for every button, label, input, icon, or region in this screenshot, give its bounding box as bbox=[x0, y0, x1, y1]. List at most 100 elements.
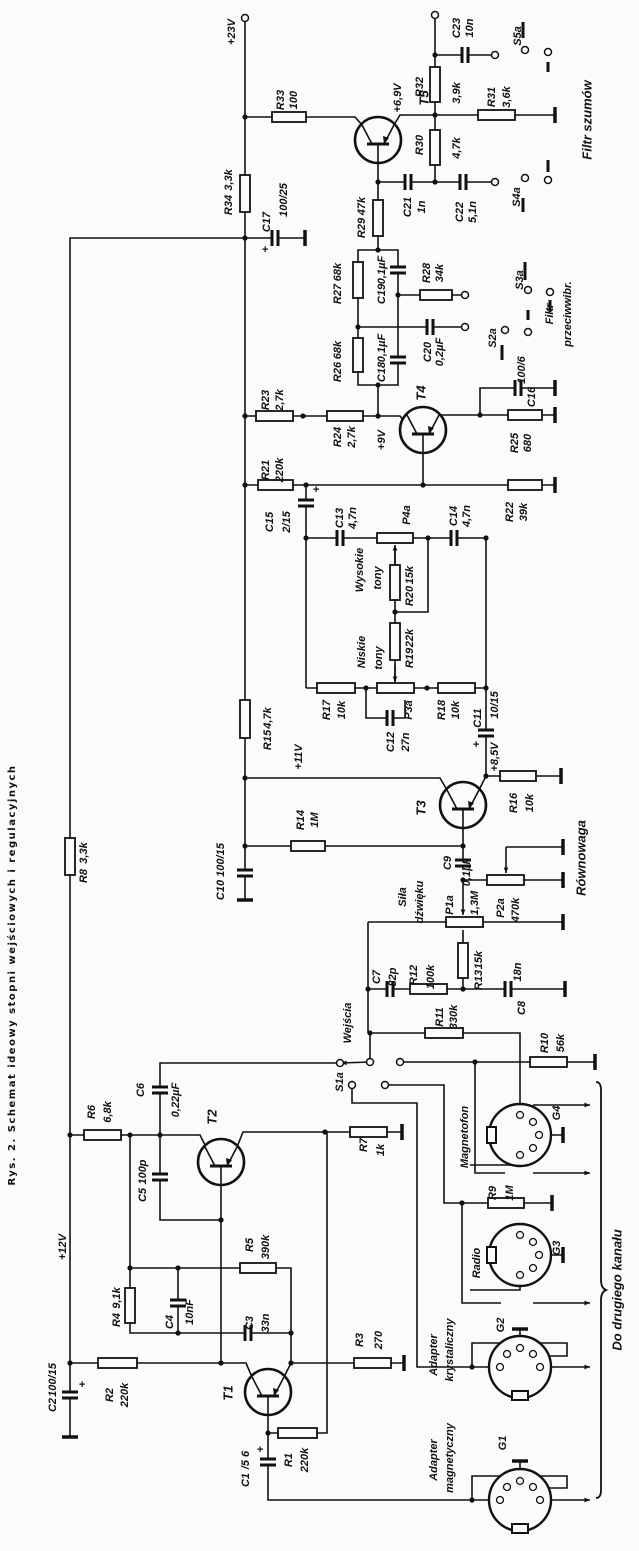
label-capacitors-c10-ref: C10 bbox=[215, 879, 227, 900]
terminal bbox=[395, 1057, 405, 1067]
label-capacitors-c13-value: 4,7n bbox=[347, 507, 359, 530]
junction-dot bbox=[460, 843, 466, 849]
label-capacitors-c1-value: /5 6 bbox=[240, 1450, 252, 1470]
label-capacitors-c5-value: 100p bbox=[137, 1159, 149, 1184]
junction-dot bbox=[363, 685, 369, 691]
label-resistors-r14-ref: R14 bbox=[295, 810, 307, 830]
label-capacitors-c12-value: 27n bbox=[400, 732, 412, 752]
wiper-arrow-icon bbox=[392, 676, 398, 682]
label-resistors-r11-ref: R11 bbox=[434, 1007, 446, 1026]
resistor-R7 bbox=[349, 1126, 388, 1138]
label-resistors-r19-ref: R19 bbox=[404, 647, 416, 668]
label-resistors-r31-value: 3,6k bbox=[501, 85, 513, 107]
label-capacitors-c6-value: 0,22µF bbox=[170, 1082, 182, 1117]
din-pin bbox=[528, 1263, 538, 1273]
wire bbox=[393, 114, 435, 126]
junction-dot bbox=[303, 535, 309, 541]
label-resistors-r13-value: 15k bbox=[473, 950, 485, 969]
junction-dot bbox=[424, 685, 430, 691]
resistor-R15 bbox=[239, 699, 251, 739]
emitter-arrow-icon bbox=[383, 136, 389, 144]
label-resistors-r26-ref: R26 bbox=[332, 361, 344, 382]
terminal bbox=[460, 290, 470, 300]
junction-dot bbox=[477, 412, 483, 418]
label-resistors-r12-ref: R12 bbox=[408, 965, 420, 985]
terminal bbox=[240, 13, 250, 23]
label-resistors-r34-value: 3,3k bbox=[223, 168, 235, 190]
junction-dot bbox=[157, 1132, 163, 1138]
label-resistors-r33-ref: R33 bbox=[275, 90, 287, 110]
din-pin bbox=[515, 1343, 525, 1353]
polarity-plus: + bbox=[257, 1444, 264, 1456]
emitter-arrow-icon bbox=[226, 1158, 232, 1166]
capacitor-C4 bbox=[170, 1298, 186, 1308]
label-resistors-r13-ref: R13 bbox=[473, 970, 485, 990]
transistor-T5 bbox=[353, 115, 403, 165]
label-potentiometers-p2a-ref: P2a bbox=[495, 898, 507, 918]
junction-dot bbox=[175, 1265, 181, 1271]
label-voltages-v11: +11V bbox=[293, 743, 305, 770]
polarity-plus: + bbox=[262, 244, 269, 256]
resistor-R21 bbox=[257, 479, 294, 491]
label-resistors-r30-ref: R30 bbox=[414, 134, 426, 155]
capacitor-C1: + bbox=[257, 1444, 276, 1467]
label-annotations-adapter_magnetic-1: magnetyczny bbox=[444, 1422, 456, 1493]
label-capacitors-c9-value: 0,1µF bbox=[461, 858, 473, 887]
polarity-plus: + bbox=[79, 1379, 86, 1391]
label-capacitors-c19-value: 0,1µF bbox=[376, 256, 388, 285]
label-annotations-treble-1: tony bbox=[372, 566, 384, 590]
resistor-R12 bbox=[409, 983, 448, 995]
terminal bbox=[543, 175, 553, 185]
junction-dot bbox=[375, 247, 381, 253]
junction-dot bbox=[375, 413, 381, 419]
capacitor-gap bbox=[245, 1325, 251, 1341]
din-pin bbox=[495, 1362, 505, 1372]
label-resistors-r26-value: 68k bbox=[332, 340, 344, 359]
label-resistors-r1-ref: R1 bbox=[283, 1453, 295, 1467]
wire bbox=[70, 1362, 253, 1378]
terminal bbox=[335, 1058, 345, 1068]
capacitor-gap bbox=[337, 530, 343, 546]
resistor-R3 bbox=[353, 1357, 392, 1369]
capacitor-C20 bbox=[425, 319, 435, 335]
junction-dot bbox=[242, 114, 248, 120]
label-transistors-t5: T5 bbox=[416, 90, 431, 106]
label-connectors-g2: G2 bbox=[495, 1318, 507, 1333]
label-resistors-r6-ref: R6 bbox=[86, 1104, 98, 1119]
junction-dot bbox=[288, 1330, 294, 1336]
label-resistors-r15-value: 4,7k bbox=[262, 706, 274, 729]
transistor-collector bbox=[251, 1376, 263, 1397]
label-capacitors-c12-ref: C12 bbox=[385, 732, 397, 752]
transistor-T2 bbox=[196, 1137, 246, 1187]
junction-dot bbox=[469, 1364, 475, 1370]
label-resistors-r16-ref: R16 bbox=[508, 792, 520, 813]
label-resistors-r10-value: 56k bbox=[555, 1033, 567, 1052]
label-resistors-r8-value: 3,3k bbox=[78, 841, 90, 863]
transistor-T1 bbox=[243, 1367, 293, 1417]
din-pin bbox=[515, 1476, 525, 1486]
capacitor-C3 bbox=[243, 1325, 253, 1341]
resistor-R18 bbox=[437, 682, 476, 694]
resistor-R22 bbox=[507, 479, 543, 491]
label-capacitors-c15-value: 2/15 bbox=[281, 510, 293, 533]
din-pin bbox=[534, 1130, 544, 1140]
wiper-arrow-icon bbox=[392, 545, 398, 551]
din-pin bbox=[515, 1150, 525, 1160]
resistor-R8 bbox=[64, 837, 76, 876]
output-arrow-icon bbox=[584, 1102, 590, 1108]
din-socket-G1 bbox=[487, 1467, 553, 1534]
resistor-R2 bbox=[97, 1357, 138, 1369]
capacitor-gap bbox=[455, 860, 471, 866]
junction-dot bbox=[425, 535, 431, 541]
resistor-R24 bbox=[326, 410, 364, 422]
label-resistors-r5-ref: R5 bbox=[244, 1237, 256, 1252]
label-connectors-g1: G1 bbox=[497, 1436, 509, 1451]
label-annotations-noise_filter: Filtr szumów bbox=[579, 79, 594, 159]
capacitor-gap bbox=[478, 730, 494, 736]
wire bbox=[471, 1475, 568, 1500]
capacitor-gap bbox=[237, 870, 253, 876]
terminal bbox=[520, 173, 530, 183]
label-resistors-r14-value: 1M bbox=[309, 812, 321, 828]
din-pin bbox=[528, 1349, 538, 1359]
